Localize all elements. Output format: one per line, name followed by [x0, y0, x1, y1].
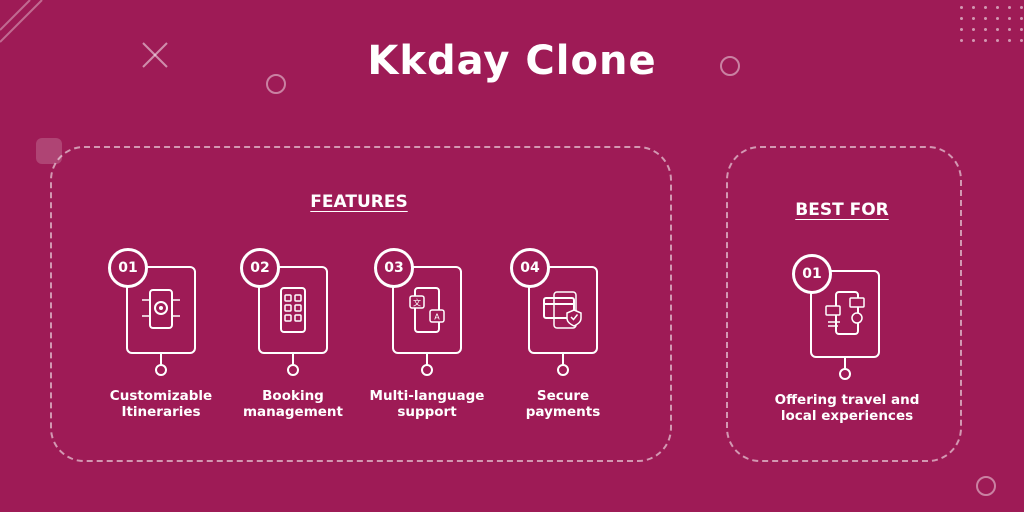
- card-shield-icon: [543, 291, 582, 329]
- phone-dashboard-icon: [825, 291, 865, 335]
- feature-number-badge: 02: [240, 248, 280, 288]
- connector-dot: [421, 364, 433, 376]
- connector-stem: [562, 352, 564, 366]
- page-title: Kkday Clone: [367, 38, 657, 84]
- feature-number-badge: 04: [510, 248, 550, 288]
- feature-label-line2: support: [397, 404, 457, 420]
- connector-stem: [844, 356, 846, 370]
- best-for-label: Offering travel and local experiences: [762, 392, 932, 424]
- connector-dot: [287, 364, 299, 376]
- features-panel: [50, 146, 672, 462]
- ring-decoration-right: [720, 56, 740, 76]
- corner-stripes-decoration: [0, 0, 43, 43]
- feature-number-badge: 03: [374, 248, 414, 288]
- feature-label-line2: payments: [525, 404, 601, 420]
- best-for-item-01: 01 Offering travel and local experiences: [762, 250, 932, 430]
- connector-dot: [155, 364, 167, 376]
- feature-label-line1: Multi-language: [369, 388, 485, 404]
- feature-label: Multi-language support: [362, 388, 492, 420]
- feature-label: Secure payments: [498, 388, 628, 420]
- phone-settings-icon: [142, 289, 180, 329]
- best-for-number-badge: 01: [792, 254, 832, 294]
- ring-decoration-left: [266, 74, 286, 94]
- feature-label-line2: Itineraries: [121, 404, 201, 420]
- feature-number-badge: 01: [108, 248, 148, 288]
- feature-label: Booking management: [228, 388, 358, 420]
- feature-label-line1: Secure: [536, 388, 590, 404]
- svg-text:文: 文: [413, 298, 421, 308]
- features-heading: FEATURES: [310, 192, 408, 212]
- best-for-heading: BEST FOR: [795, 200, 889, 220]
- connector-dot: [839, 368, 851, 380]
- best-for-label-line2: local experiences: [780, 408, 914, 424]
- feature-item-04: 04 Secure payments: [498, 246, 628, 426]
- connector-stem: [292, 352, 294, 366]
- best-for-panel: [726, 146, 962, 462]
- connector-stem: [426, 352, 428, 366]
- feature-item-03: 文 A 03 Multi-language support: [362, 246, 492, 426]
- dot-grid-decoration: [960, 6, 1024, 42]
- plus-cross-decoration: [142, 42, 168, 68]
- feature-item-01: 01 Customizable Itineraries: [96, 246, 226, 426]
- best-for-label-line1: Offering travel and: [774, 392, 920, 408]
- connector-dot: [557, 364, 569, 376]
- feature-label-line2: management: [242, 404, 343, 420]
- phone-grid-icon: [280, 287, 306, 333]
- ring-decoration-bottom: [976, 476, 996, 496]
- phone-translate-icon: 文 A: [409, 287, 445, 333]
- feature-label-line1: Customizable: [109, 388, 213, 404]
- feature-label-line1: Booking: [262, 388, 324, 404]
- svg-text:A: A: [434, 313, 440, 322]
- connector-stem: [160, 352, 162, 366]
- feature-label: Customizable Itineraries: [96, 388, 226, 420]
- feature-card: [528, 266, 598, 354]
- feature-item-02: 02 Booking management: [228, 246, 358, 426]
